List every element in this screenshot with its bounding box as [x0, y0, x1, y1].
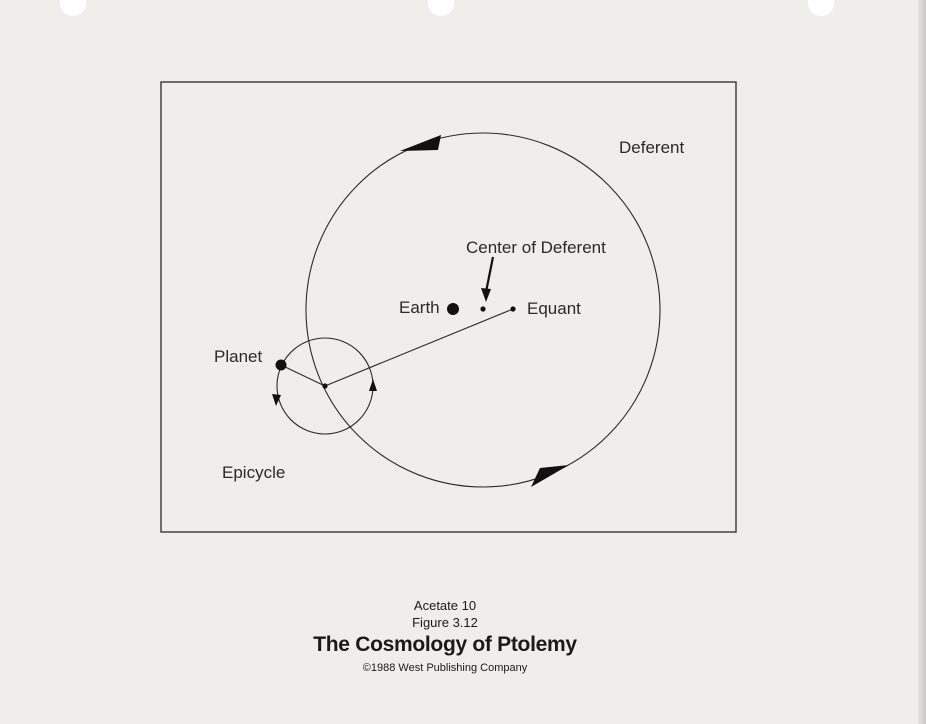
center-pointer-line	[484, 256, 495, 293]
planet-label: Planet	[214, 347, 262, 366]
deferent-label: Deferent	[619, 138, 684, 157]
center-of-deferent-dot	[480, 306, 486, 312]
center-of-deferent-label: Center of Deferent	[466, 238, 606, 257]
caption-copyright: ©1988 West Publishing Company	[362, 662, 528, 674]
equant-to-epicycle-line	[324, 308, 514, 387]
equant-dot	[510, 306, 516, 312]
center-pointer-arrow	[481, 288, 491, 302]
page-edge-shadow	[918, 0, 926, 724]
caption-figure: Figure 3.12	[412, 615, 478, 630]
punch-hole-center	[428, 0, 454, 16]
caption-acetate: Acetate 10	[413, 598, 477, 613]
deferent-circle	[305, 132, 661, 488]
deferent-arrow-bottom	[531, 465, 569, 487]
diagram-frame	[160, 81, 737, 533]
earth-label: Earth	[399, 298, 440, 317]
epicycle-label: Epicycle	[222, 463, 285, 482]
earth-dot	[447, 303, 459, 315]
punch-hole-left	[60, 0, 86, 16]
epicycle-center-dot	[322, 383, 328, 389]
deferent-arrow-top	[400, 135, 441, 151]
planet-dot	[275, 359, 287, 371]
epicycle-arrow-left	[272, 394, 281, 406]
epicycle-radius-line	[280, 364, 326, 387]
punch-hole-right	[808, 0, 834, 16]
caption-title: The Cosmology of Ptolemy	[313, 633, 577, 656]
epicycle-arrow-right	[369, 379, 377, 391]
equant-label: Equant	[527, 299, 581, 318]
